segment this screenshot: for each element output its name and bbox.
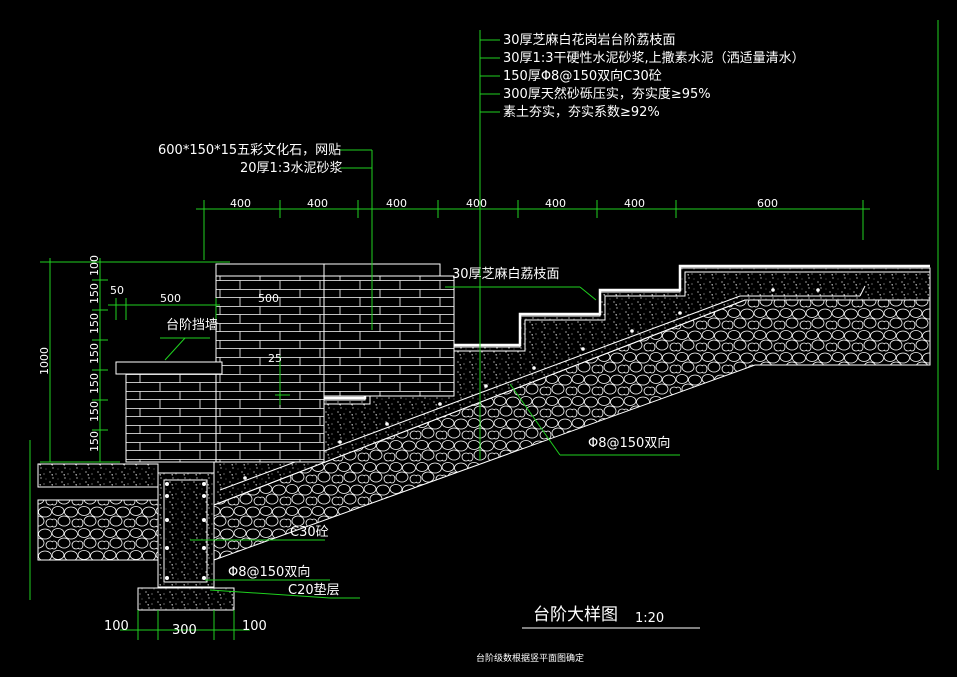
- label-cushion: C20垫层: [288, 582, 340, 598]
- footing: [137, 472, 235, 611]
- drawing-note: 台阶级数根据竖平面图确定: [476, 652, 584, 664]
- svg-text:400: 400: [386, 197, 407, 210]
- svg-text:300: 300: [172, 623, 197, 638]
- callout-wall-mortar: 20厚1:3水泥砂浆: [240, 161, 342, 176]
- label-rebar-left: Φ8@150双向: [228, 564, 310, 580]
- top-callout-text: 30厚芝麻白花岗岩台阶荔枝面 30厚1:3干硬性水泥砂浆,上撒素水泥（洒适量清水…: [503, 32, 805, 120]
- ground-base-left: [37, 463, 159, 561]
- svg-text:400: 400: [624, 197, 645, 210]
- svg-text:400: 400: [307, 197, 328, 210]
- svg-text:600: 600: [757, 197, 778, 210]
- top-dimensions: [196, 200, 870, 260]
- svg-text:150: 150: [88, 401, 101, 422]
- bottom-dimensions: [120, 610, 250, 640]
- dim-500b: 500: [258, 292, 279, 305]
- drawing-title: 台阶大样图: [533, 605, 618, 625]
- dim-25: 25: [268, 352, 282, 365]
- callout-cultured-stone: 600*150*15五彩文化石，网贴: [158, 143, 341, 158]
- svg-text:150: 150: [88, 283, 101, 304]
- left-dimensions: [40, 258, 290, 463]
- svg-text:100: 100: [104, 619, 129, 634]
- svg-text:1000: 1000: [38, 347, 51, 375]
- dim-500a: 500: [160, 292, 181, 305]
- svg-text:400: 400: [230, 197, 251, 210]
- drawing-scale: 1:20: [635, 611, 664, 626]
- callout-finish: 30厚芝麻白花岗岩台阶荔枝面: [503, 32, 676, 48]
- callout-soil: 素土夯实，夯实系数≥92%: [503, 105, 660, 120]
- svg-text:150: 150: [88, 343, 101, 364]
- rebar-dots: [243, 288, 820, 480]
- label-step-finish: 30厚芝麻白荔枝面: [452, 266, 560, 282]
- svg-text:150: 150: [88, 313, 101, 334]
- left-dim-text: 1000 100 150 150 150 150 150 150: [38, 255, 101, 452]
- bottom-dim-text: 100 300 100: [104, 619, 267, 638]
- dim-50: 50: [110, 284, 124, 297]
- label-rebar-right: Φ8@150双向: [588, 435, 670, 451]
- callout-gravel: 300厚天然砂砾压实，夯实度≥95%: [503, 86, 711, 102]
- svg-text:400: 400: [545, 197, 566, 210]
- svg-text:100: 100: [242, 619, 267, 634]
- retaining-wall: [115, 263, 455, 463]
- label-concrete: C30砼: [290, 525, 329, 540]
- svg-text:100: 100: [88, 255, 101, 276]
- svg-text:150: 150: [88, 373, 101, 394]
- callout-mortar: 30厚1:3干硬性水泥砂浆,上撒素水泥（洒适量清水）: [503, 50, 805, 66]
- svg-text:400: 400: [466, 197, 487, 210]
- top-dim-text: 400 400 400 400 400 400 600: [230, 197, 778, 210]
- svg-text:150: 150: [88, 431, 101, 452]
- label-retaining-wall: 台阶挡墙: [166, 318, 218, 333]
- callout-concrete: 150厚Φ8@150双向C30砼: [503, 68, 662, 84]
- leaders: [160, 30, 680, 599]
- wall-callout-text: 600*150*15五彩文化石，网贴 20厚1:3水泥砂浆: [158, 143, 342, 176]
